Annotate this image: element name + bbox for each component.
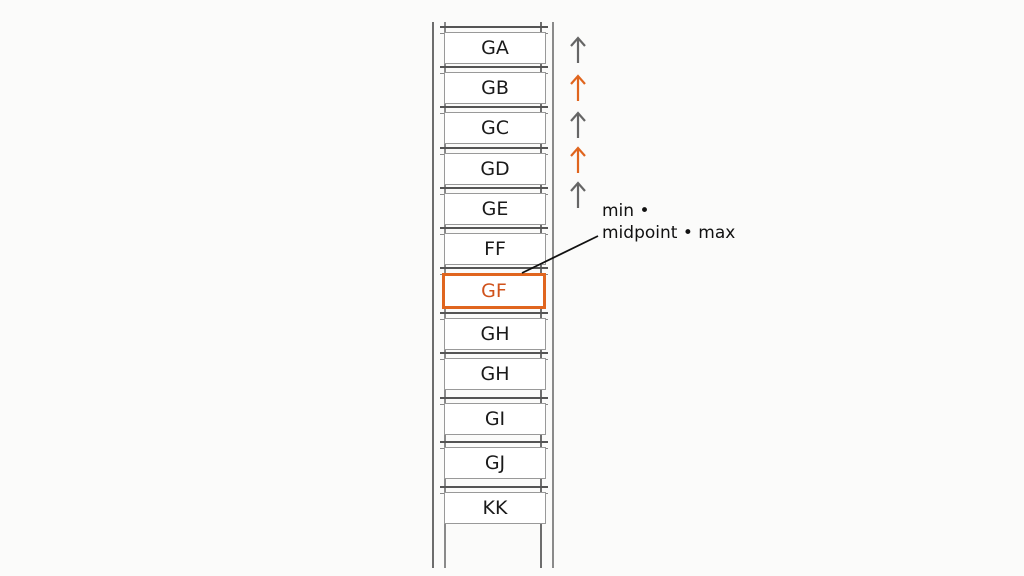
rung-cell: GH <box>444 358 546 390</box>
up-arrow-icon <box>570 74 586 101</box>
up-arrow-icon <box>570 111 586 138</box>
rung-cell: GD <box>444 153 546 185</box>
rung-cell: GH <box>444 318 546 350</box>
up-arrow-icon <box>570 36 586 63</box>
rung-cell: GB <box>444 72 546 104</box>
rung-cell: KK <box>444 492 546 524</box>
annotation-line-1: min • <box>602 201 650 221</box>
annotation-line-2: midpoint • max <box>602 223 736 243</box>
rung-cell: GJ <box>444 447 546 479</box>
rung-cell: FF <box>444 233 546 265</box>
rung-cell: GI <box>444 403 546 435</box>
rung-cell: GA <box>444 32 546 64</box>
rung-cell: GE <box>444 193 546 225</box>
up-arrow-icon <box>570 181 586 208</box>
up-arrow-icon <box>570 146 586 173</box>
highlighted-rung-cell: GF <box>442 273 546 309</box>
rung-cell: GC <box>444 112 546 144</box>
